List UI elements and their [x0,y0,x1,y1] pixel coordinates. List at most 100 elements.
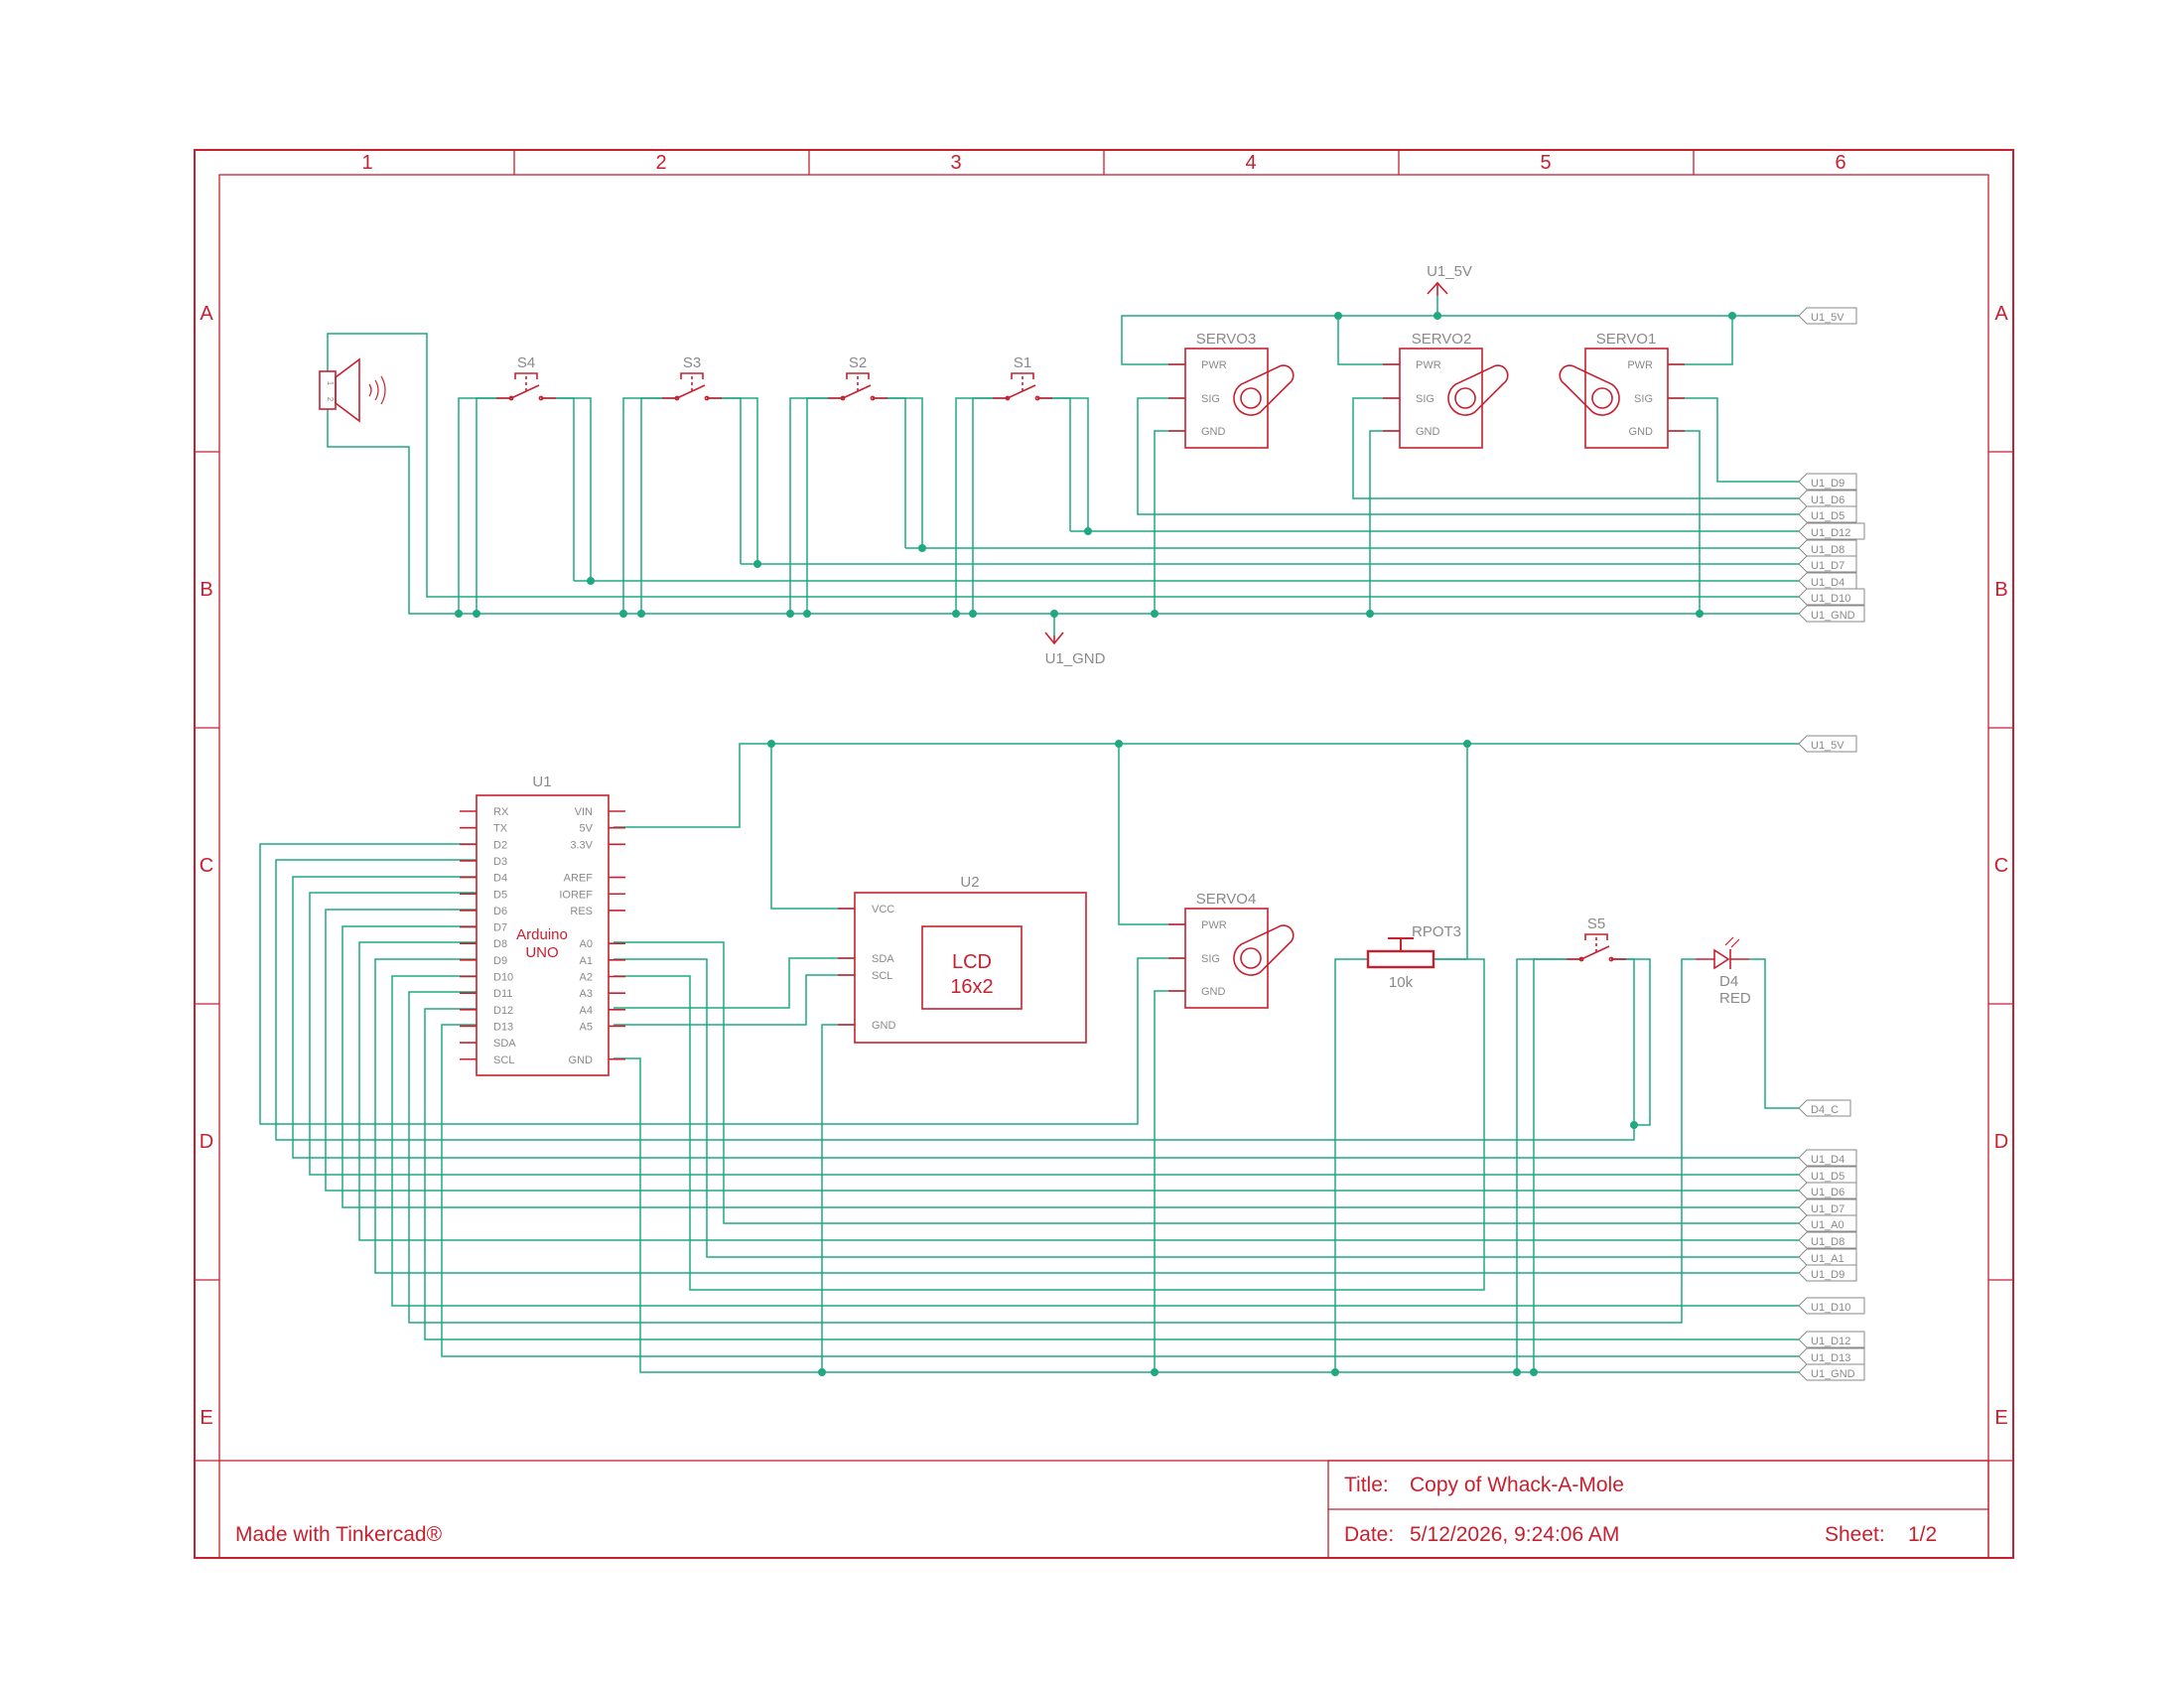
top-junctions [455,312,1736,618]
potentiometer-rpot3: RPOT3 10k [1366,923,1461,991]
servo-pin-label: GND [1201,426,1226,438]
title-block: Title: Copy of Whack-A-Mole Date: 5/12/2… [235,1460,1989,1559]
arduino-pin-label: A3 [580,988,593,1000]
arduino-pin-label: RES [570,906,593,917]
net-tag: U1_D5 [1811,510,1844,522]
arduino-pin-label: D10 [493,972,513,984]
sheet-label: Sheet: [1825,1523,1885,1546]
row-label: C [200,855,213,877]
lcd-name: 16x2 [950,976,993,998]
row-label: B [1994,579,2007,601]
row-label: D [200,1131,213,1153]
bottom-junctions [767,740,1638,1376]
arduino-pin-label: D3 [493,856,507,868]
net-tag: U1_D4 [1811,577,1844,589]
net-tag: U1_D9 [1811,478,1844,490]
switch-label: S3 [683,354,701,371]
servo-pin-label: GND [1416,426,1440,438]
switch-s5: S5 [1567,915,1626,962]
net-tag: U1_D12 [1811,1336,1850,1347]
lcd-pin-label: VCC [872,904,894,915]
switch-s1: S1 [993,354,1052,401]
switch-s4: S4 [496,354,556,401]
net-tag: U1_D8 [1811,1236,1844,1248]
arduino-pin-label: IOREF [559,889,593,901]
arduino-pin-label: D11 [493,988,512,1000]
net-tag: U1_5V [1811,740,1844,752]
top-net-tags: U1_5V U1_D9 U1_D6 U1_D5 U1_D12 U1_D8 U1_… [1798,307,1865,623]
servo-pin-label: GND [1629,426,1654,438]
net-tag: U1_GND [1811,1368,1855,1380]
buzzer-pin-label: 2 [326,397,335,402]
arduino-pin-label: D8 [493,938,507,950]
pot-value: 10k [1389,974,1414,991]
arduino-pin-label: RX [493,806,509,818]
servo-pin-label: PWR [1201,919,1227,931]
servo-pin-label: SIG [1634,393,1653,405]
net-tag: U1_D10 [1811,1302,1850,1314]
servo-pin-label: PWR [1416,359,1441,371]
pot-ref: RPOT3 [1412,923,1461,940]
buzzer-pin-label: 1 [326,381,335,386]
arduino-pin-label: D9 [493,955,507,967]
lcd-ref: U2 [960,874,979,891]
net-tag: U1_5V [1811,312,1844,324]
row-label: C [1994,855,2008,877]
ground-symbol: U1_GND [1044,632,1106,667]
column-label: 4 [1245,152,1256,174]
servo-pin-label: GND [1201,986,1226,998]
servo-servo3: SERVO3 PWR SIG GND [1168,331,1295,449]
switch-label: S2 [849,354,867,371]
servo-servo4: SERVO4 PWR SIG GND [1168,891,1295,1009]
row-label: E [1994,1407,2007,1429]
switch-label: S4 [517,354,535,371]
top-wires [327,296,1799,635]
net-tag: U1_D7 [1811,1203,1844,1215]
arduino-name: Arduino [516,926,568,943]
lcd-16x2: U2 LCD 16x2 VCC SDA SCL GND [838,874,1087,1044]
arduino-pin-label: GND [569,1055,594,1066]
arduino-pin-label: SCL [493,1055,514,1066]
arduino-uno: U1 Arduino UNO RXTXD2D3D4D5D6D7D8D9D10D1… [460,774,625,1076]
net-tag: U1_GND [1811,610,1855,622]
row-label: E [200,1407,212,1429]
led-color: RED [1719,990,1751,1007]
net-tag: U1_D7 [1811,560,1844,572]
lcd-pin-label: GND [872,1020,896,1032]
arduino-pin-label: 3.3V [570,839,593,851]
bottom-net-tags: U1_5V D4_C U1_D4 U1_D5 U1_D6 U1_D7 U1_A0… [1798,735,1865,1381]
arduino-pin-label: D2 [493,839,507,851]
servo-label: SERVO3 [1196,331,1257,348]
servo-servo1: SERVO1 PWR SIG GND [1559,331,1685,449]
servo-pin-label: SIG [1416,393,1434,405]
arduino-pin-label: AREF [564,873,594,885]
column-label: 3 [950,152,961,174]
lcd-name: LCD [952,951,992,973]
servo-label: SERVO2 [1412,331,1472,348]
led-ref: D4 [1719,973,1738,990]
column-label: 5 [1540,152,1551,174]
net-tag: U1_D13 [1811,1352,1850,1364]
supply-5v-label: U1_5V [1427,263,1472,280]
arduino-pin-label: A4 [580,1005,593,1017]
title-label: Title: [1344,1474,1389,1496]
lcd-pin-label: SCL [872,970,892,982]
servo-label: SERVO1 [1596,331,1657,348]
net-tag: U1_D5 [1811,1171,1844,1183]
bottom-wires [259,743,1799,1373]
switch-s2: S2 [828,354,887,401]
arduino-ref: U1 [532,774,551,790]
net-tag: U1_D8 [1811,544,1844,556]
servo-servo2: SERVO2 PWR SIG GND [1383,331,1509,449]
date-label: Date: [1344,1523,1394,1546]
tinkercad-credit: Made with Tinkercad® [235,1523,443,1546]
switch-s3: S3 [662,354,722,401]
arduino-pin-label: D6 [493,906,507,917]
led-d4: D4 RED [1696,936,1751,1007]
switch-label: S5 [1587,915,1605,932]
net-tag: U1_D6 [1811,1187,1844,1198]
arduino-pin-label: D13 [493,1021,513,1033]
arduino-pin-label: D5 [493,889,507,901]
